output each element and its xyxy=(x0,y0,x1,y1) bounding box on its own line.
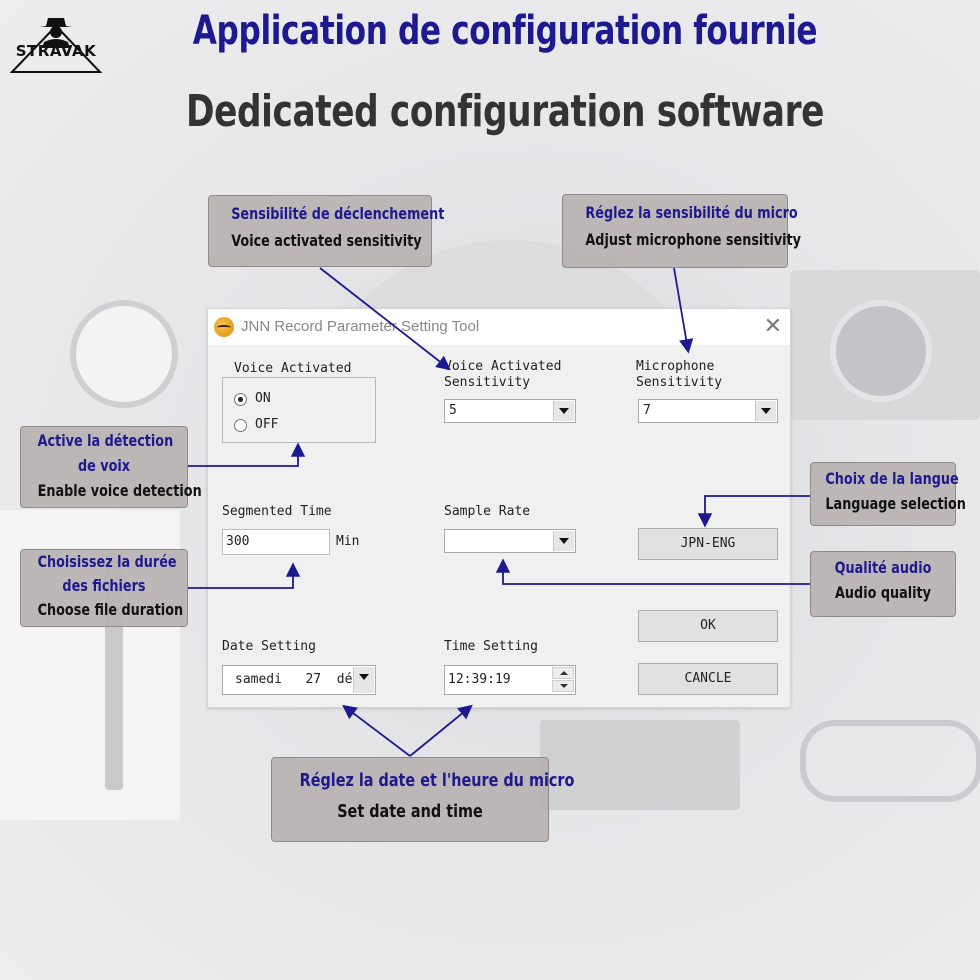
app-icon xyxy=(214,317,234,337)
voice-sensitivity-select[interactable]: 5 xyxy=(444,399,576,423)
callout-audio-quality: Qualité audio Audio quality xyxy=(810,551,956,617)
callout-duration-fr-1: Choisissez la durée xyxy=(37,552,177,571)
voice-activated-group xyxy=(222,377,376,443)
language-button[interactable]: JPN-ENG xyxy=(638,528,778,560)
callout-duration-fr-2: des fichiers xyxy=(62,576,146,595)
voice-on-label[interactable]: ON xyxy=(255,391,271,406)
date-setting-label: Date Setting xyxy=(222,639,316,654)
callout-mic-sensitivity: Réglez la sensibilité du micro Adjust mi… xyxy=(562,194,802,268)
segmented-time-value: 300 xyxy=(226,534,250,549)
mic-sensitivity-select[interactable]: 7 xyxy=(638,399,778,423)
callout-voice-detect-en: Enable voice detection xyxy=(37,481,202,500)
chevron-down-icon[interactable] xyxy=(553,531,574,551)
logo-text: STRAVAK xyxy=(15,42,97,60)
voice-sensitivity-label-1: Voice Activated xyxy=(444,359,562,374)
callout-duration-en: Choose file duration xyxy=(37,600,184,619)
parameter-setting-dialog: JNN Record Parameter Setting Tool ✕ Voic… xyxy=(207,308,791,708)
dialog-titlebar[interactable]: JNN Record Parameter Setting Tool ✕ xyxy=(208,309,790,345)
callout-mic-fr: Réglez la sensibilité du micro xyxy=(585,203,798,222)
brand-logo: STRAVAK xyxy=(9,8,103,74)
callout-audio-en: Audio quality xyxy=(835,583,931,602)
voice-activated-legend: Voice Activated xyxy=(232,361,354,376)
callout-voice-detect-fr-2: de voix xyxy=(77,456,131,475)
chevron-down-icon[interactable] xyxy=(553,401,574,421)
time-setting-label: Time Setting xyxy=(444,639,538,654)
callout-voice-detection: Active la détection de voix Enable voice… xyxy=(20,426,202,508)
voice-off-radio[interactable] xyxy=(234,419,247,432)
callout-datetime-fr: Réglez la date et l'heure du micro xyxy=(299,770,575,791)
callout-audio-fr: Qualité audio xyxy=(834,558,932,577)
callout-language-fr: Choix de la langue xyxy=(825,469,959,488)
chevron-down-icon[interactable] xyxy=(353,667,374,693)
callout-trigger-sensitivity: Sensibilité de déclenchement Voice activ… xyxy=(208,195,445,267)
mic-sensitivity-value: 7 xyxy=(643,403,651,418)
callout-datetime-en: Set date and time xyxy=(337,801,483,822)
callout-trigger-en: Voice activated sensitivity xyxy=(231,231,422,250)
segmented-time-input[interactable]: 300 xyxy=(222,529,330,555)
page-title-french: Application de configuration fournie xyxy=(192,8,818,54)
mic-sensitivity-label-1: Microphone xyxy=(636,359,715,374)
sample-rate-label: Sample Rate xyxy=(444,504,531,519)
callout-language: Choix de la langue Language selection xyxy=(810,462,966,526)
dialog-title: JNN Record Parameter Setting Tool xyxy=(241,318,480,335)
ok-button[interactable]: OK xyxy=(638,610,778,642)
time-value: 12:39:19 xyxy=(448,672,511,687)
callout-date-time: Réglez la date et l'heure du micro Set d… xyxy=(271,757,575,842)
callout-mic-en: Adjust microphone sensitivity xyxy=(585,230,802,249)
voice-off-label[interactable]: OFF xyxy=(255,417,279,432)
time-picker[interactable]: 12:39:19 xyxy=(444,665,576,695)
close-icon[interactable]: ✕ xyxy=(763,313,782,338)
time-spinner[interactable] xyxy=(552,667,574,693)
mic-sensitivity-label-2: Sensitivity xyxy=(636,375,723,390)
callout-trigger-fr: Sensibilité de déclenchement xyxy=(231,204,445,223)
voice-sensitivity-label-2: Sensitivity xyxy=(444,375,531,390)
callout-language-en: Language selection xyxy=(825,494,966,513)
voice-sensitivity-value: 5 xyxy=(449,403,457,418)
cancel-button[interactable]: CANCLE xyxy=(638,663,778,695)
spinner-up-icon[interactable] xyxy=(552,667,574,679)
callout-file-duration: Choisissez la durée des fichiers Choose … xyxy=(20,549,188,627)
segmented-time-label: Segmented Time xyxy=(222,504,332,519)
segmented-time-unit: Min xyxy=(336,534,360,549)
page-title-english: Dedicated configuration software xyxy=(186,86,824,137)
sample-rate-select[interactable] xyxy=(444,529,576,553)
voice-on-radio[interactable] xyxy=(234,393,247,406)
detective-logo-icon xyxy=(9,18,103,73)
date-value: samedi 27 dé xyxy=(235,672,353,687)
date-picker[interactable]: samedi 27 dé xyxy=(222,665,376,695)
chevron-down-icon[interactable] xyxy=(755,401,776,421)
callout-voice-detect-fr-1: Active la détection xyxy=(37,431,174,450)
spinner-down-icon[interactable] xyxy=(552,680,574,692)
